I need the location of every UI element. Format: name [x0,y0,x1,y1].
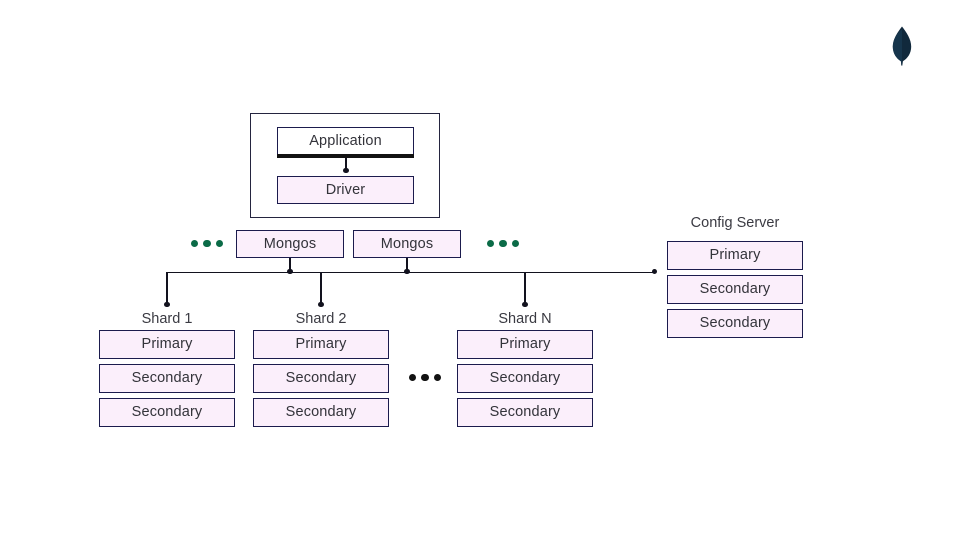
config-server-member-secondary-2-label: Secondary [699,315,771,332]
connector-mongos-1-bus [289,258,291,272]
mongodb-leaf-logo [889,26,915,66]
mongos-node-2[interactable]: Mongos [353,230,461,258]
shard-n-member-primary-label: Primary [499,336,551,353]
connector-application-driver [345,158,347,172]
application-underbar [277,153,414,159]
shards-ellipsis [409,374,442,382]
driver-box[interactable]: Driver [277,176,414,204]
connector-bus-shard-n [524,271,526,305]
mongos-ellipsis-left [191,240,224,248]
shard-2-member-secondary-1[interactable]: Secondary [253,364,389,393]
shard-n-member-secondary-1-label: Secondary [489,370,561,387]
connector-bus-shard-1 [166,271,168,305]
config-server-member-secondary-2[interactable]: Secondary [667,309,803,338]
shard-n-member-secondary-1[interactable]: Secondary [457,364,593,393]
shard-2-member-secondary-2[interactable]: Secondary [253,398,389,427]
mongos-node-1[interactable]: Mongos [236,230,344,258]
application-box[interactable]: Application [277,127,414,155]
connector-mongos-2-bus [406,258,408,272]
shard-1-member-primary-label: Primary [141,336,193,353]
config-server-member-primary[interactable]: Primary [667,241,803,270]
shard-2-caption: Shard 2 [295,311,347,327]
driver-label: Driver [325,181,366,198]
shard-2-member-secondary-2-label: Secondary [285,404,357,421]
cluster-bus-line [166,271,656,273]
shard-1-member-secondary-1-label: Secondary [131,370,203,387]
connector-dot-driver [343,168,349,174]
connector-bus-shard-2 [320,271,322,305]
config-server-member-secondary-1-label: Secondary [699,281,771,298]
shard-1-member-secondary-1[interactable]: Secondary [99,364,235,393]
shard-1-caption: Shard 1 [141,311,193,327]
shard-n-caption: Shard N [498,311,552,327]
shard-n-member-secondary-2-label: Secondary [489,404,561,421]
config-server-caption: Config Server [690,215,780,231]
shard-1-member-secondary-2[interactable]: Secondary [99,398,235,427]
connector-dot-shard-n [522,302,528,308]
config-server-member-secondary-1[interactable]: Secondary [667,275,803,304]
shard-2-member-primary-label: Primary [295,336,347,353]
shard-1-member-primary[interactable]: Primary [99,330,235,359]
shard-2-member-primary[interactable]: Primary [253,330,389,359]
connector-dot-shard-2 [318,302,324,308]
application-label: Application [309,132,382,149]
connector-dot-config-server [651,269,657,275]
connector-dot-shard-1 [164,302,170,308]
shard-2-member-secondary-1-label: Secondary [285,370,357,387]
config-server-member-primary-label: Primary [709,247,761,264]
shard-n-member-secondary-2[interactable]: Secondary [457,398,593,427]
mongos-node-2-label: Mongos [380,235,434,252]
shard-1-member-secondary-2-label: Secondary [131,404,203,421]
mongos-ellipsis-right [487,240,520,248]
shard-n-member-primary[interactable]: Primary [457,330,593,359]
mongos-node-1-label: Mongos [263,235,317,252]
